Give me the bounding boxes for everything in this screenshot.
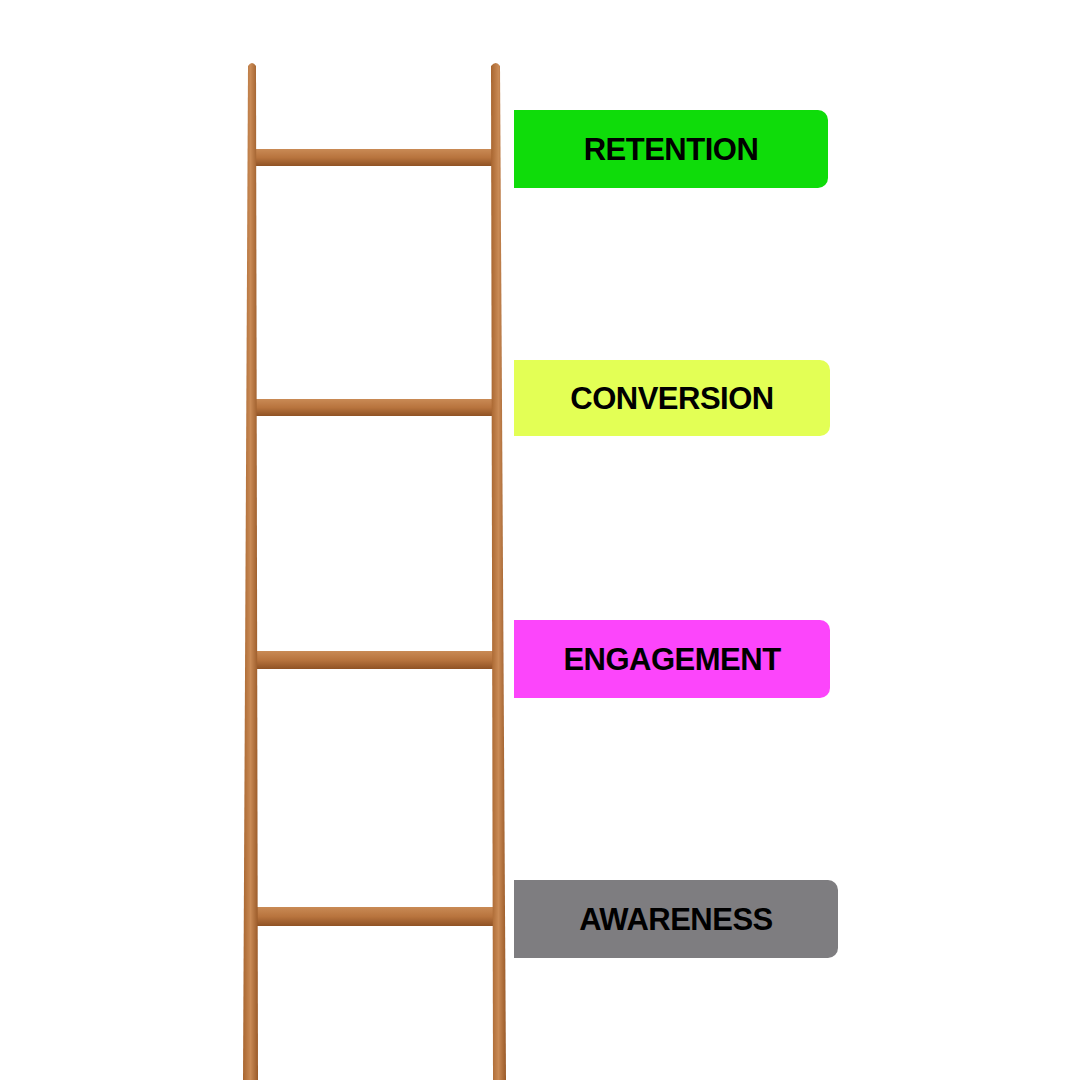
stage-label: ENGAGEMENT — [563, 644, 780, 675]
stage-label-box: AWARENESS — [514, 880, 838, 958]
ladder-rung — [252, 399, 496, 416]
ladder-rung — [250, 651, 498, 669]
ladder-rung — [252, 149, 496, 166]
ladder-rung — [250, 907, 500, 926]
ladder-rungs — [250, 149, 500, 926]
stage-label: RETENTION — [584, 134, 759, 165]
stage-label: CONVERSION — [570, 383, 773, 414]
ladder-rail — [491, 63, 506, 1080]
stage-label: AWARENESS — [579, 904, 773, 935]
ladder-rail — [243, 63, 258, 1080]
stage-label-box: ENGAGEMENT — [514, 620, 830, 698]
stage-label-box: RETENTION — [514, 110, 828, 188]
stage-label-box: CONVERSION — [514, 360, 830, 436]
